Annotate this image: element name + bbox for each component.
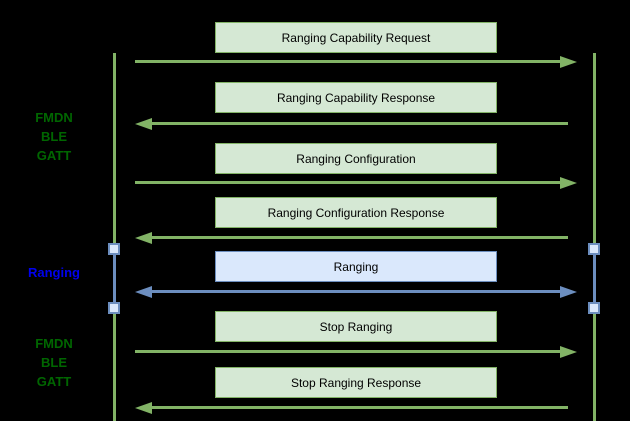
- message-box: Ranging Capability Response: [215, 82, 497, 113]
- section-label-line: FMDN: [35, 110, 73, 125]
- ranging-session-segment-left: [113, 249, 116, 309]
- message-arrow: [135, 232, 577, 244]
- message-arrow: [135, 118, 577, 130]
- arrowhead-left-icon: [135, 232, 152, 244]
- activation-marker: [108, 243, 120, 255]
- message-arrow: [135, 177, 577, 189]
- ranging-session-segment-right: [593, 249, 596, 309]
- message-box: Stop Ranging Response: [215, 367, 497, 398]
- arrow-line: [148, 236, 568, 239]
- message-label: Ranging: [333, 259, 379, 274]
- section-label-line: GATT: [36, 374, 72, 389]
- arrowhead-left-icon: [135, 402, 152, 414]
- activation-marker: [108, 302, 120, 314]
- message-box: Stop Ranging: [215, 311, 497, 342]
- section-label-fmdn-ble-gatt-top: FMDN BLE GATT: [8, 108, 100, 165]
- section-label-line: Ranging: [28, 265, 80, 280]
- section-label-line: BLE: [41, 355, 67, 370]
- arrowhead-left-icon: [135, 286, 152, 298]
- section-label-line: GATT: [36, 148, 72, 163]
- message-box: Ranging: [215, 251, 497, 282]
- section-label-line: FMDN: [35, 336, 73, 351]
- arrow-line: [148, 290, 564, 293]
- message-label: Stop Ranging Response: [290, 375, 422, 390]
- section-label-ranging: Ranging: [8, 263, 100, 282]
- arrow-line: [135, 60, 564, 63]
- message-arrow: [135, 286, 577, 298]
- message-arrow: [135, 346, 577, 358]
- activation-marker: [588, 243, 600, 255]
- arrowhead-right-icon: [560, 177, 577, 189]
- section-label-line: BLE: [41, 129, 67, 144]
- arrow-line: [148, 122, 568, 125]
- message-box: Ranging Configuration Response: [215, 197, 497, 228]
- message-box: Ranging Configuration: [215, 143, 497, 174]
- message-arrow: [135, 402, 577, 414]
- message-arrow: [135, 56, 577, 68]
- message-box: Ranging Capability Request: [215, 22, 497, 53]
- arrow-line: [148, 406, 568, 409]
- arrowhead-right-icon: [560, 346, 577, 358]
- message-label: Ranging Capability Request: [281, 30, 431, 45]
- arrowhead-right-icon: [560, 56, 577, 68]
- lifeline-left: [113, 53, 116, 421]
- message-label: Ranging Configuration: [296, 151, 416, 166]
- arrowhead-right-icon: [560, 286, 577, 298]
- activation-marker: [588, 302, 600, 314]
- arrow-line: [135, 350, 564, 353]
- arrow-line: [135, 181, 564, 184]
- message-label: Ranging Capability Response: [276, 90, 436, 105]
- arrowhead-left-icon: [135, 118, 152, 130]
- lifeline-right: [593, 53, 596, 421]
- section-label-fmdn-ble-gatt-bottom: FMDN BLE GATT: [8, 334, 100, 391]
- message-label: Stop Ranging: [319, 319, 393, 334]
- message-label: Ranging Configuration Response: [267, 205, 445, 220]
